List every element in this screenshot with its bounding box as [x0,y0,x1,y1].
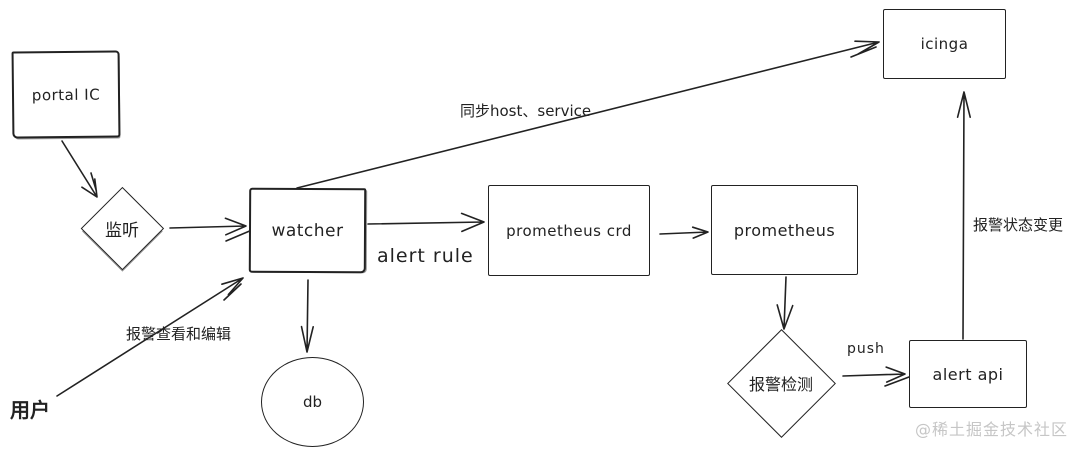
arrow-user-to-watcher [56,277,244,397]
node-prometheus-crd: prometheus crd [488,185,650,276]
arrow-alert-api-to-icinga [956,91,971,340]
arrow-portal-to-listen [61,140,98,198]
arrow-watcher-to-db [300,279,314,353]
edge-label-push: push [847,341,885,357]
node-portal-ic-label: portal IC [31,85,101,104]
node-watcher-label: watcher [271,220,344,241]
watermark: @稀土掘金技术社区 [914,420,1068,439]
node-alert-detect: 报警检测 [726,328,836,438]
arrow-watcher-to-prometheus-crd [367,212,485,233]
edge-label-sync-host-service: 同步host、service [460,102,592,120]
edge-label-alert-status-change: 报警状态变更 [973,216,1064,234]
edge-label-user-view-edit: 报警查看和编辑 [126,325,232,343]
node-listen-label: 监听 [105,220,139,241]
arrow-listen-to-watcher [169,217,253,242]
actor-user-label: 用户 [10,398,50,422]
arrow-crd-to-prometheus [659,226,709,239]
node-icinga: icinga [883,9,1006,79]
node-listen: 监听 [80,186,164,270]
node-watcher: watcher [248,187,367,274]
arrow-detect-to-alert-api [842,366,910,387]
node-prometheus-label: prometheus [733,220,836,240]
arrow-watcher-to-icinga [296,40,880,189]
node-db-label: db [302,393,323,411]
node-prometheus-crd-label: prometheus crd [506,221,632,240]
node-prometheus: prometheus [711,185,858,275]
edge-label-alert-rule: alert rule [377,245,474,267]
node-portal-ic: portal IC [11,50,121,139]
node-db: db [261,357,364,447]
node-alert-api-label: alert api [932,364,1004,384]
arrow-prometheus-to-detect [776,276,794,330]
node-icinga-label: icinga [920,35,969,53]
node-alert-detect-label: 报警检测 [748,375,813,394]
node-alert-api: alert api [909,340,1027,408]
